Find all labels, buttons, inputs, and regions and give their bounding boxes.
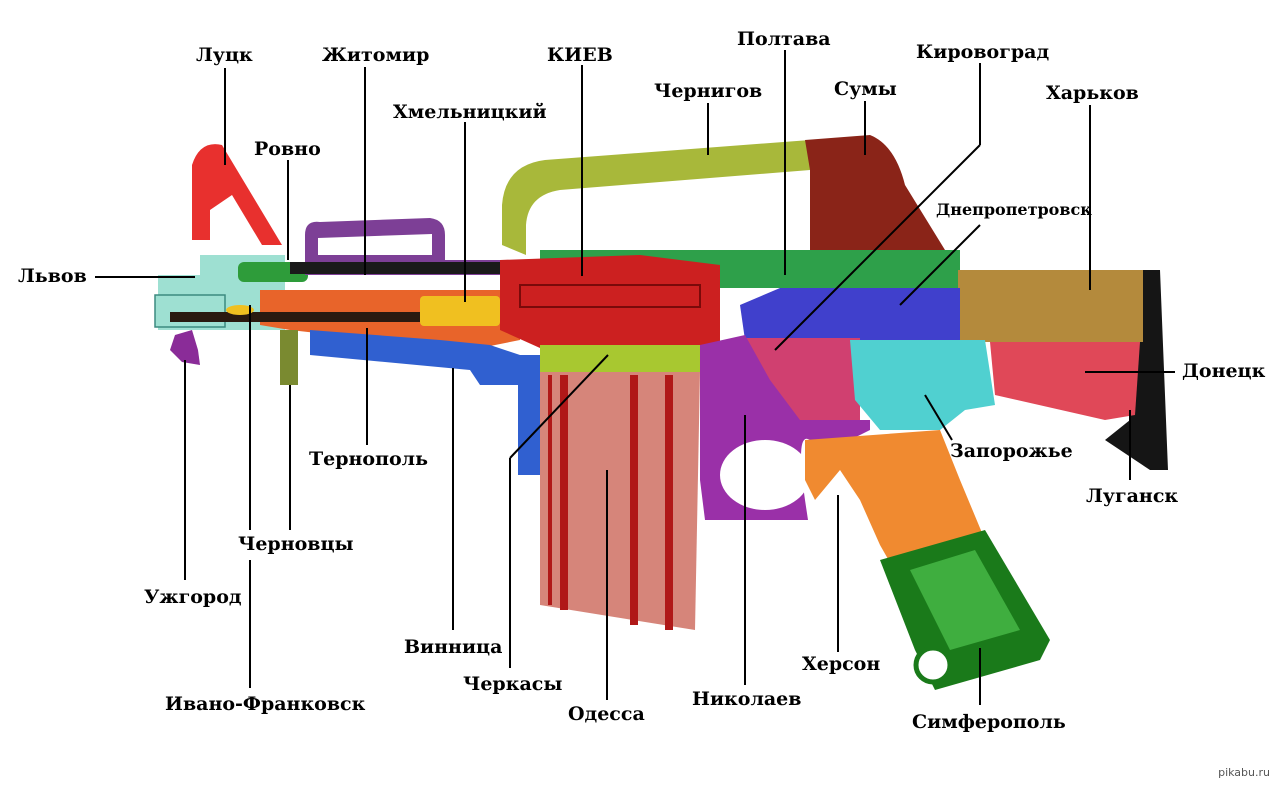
label-simferopol: Симферополь bbox=[912, 711, 1066, 733]
region-sumy bbox=[805, 135, 960, 262]
region-vinnitsa bbox=[310, 330, 520, 385]
label-kherson: Херсон bbox=[802, 653, 881, 675]
region-donetsk bbox=[990, 342, 1140, 420]
label-donetsk: Донецк bbox=[1182, 360, 1266, 382]
label-ivano-frankovsk: Ивано-Франковск bbox=[165, 693, 366, 715]
region-vinnitsa-catch bbox=[518, 355, 540, 475]
gas-tube-black bbox=[290, 262, 540, 274]
watermark: pikabu.ru bbox=[1218, 766, 1270, 779]
label-luck: Луцк bbox=[196, 44, 253, 66]
region-chernovtsy bbox=[280, 330, 298, 385]
label-chernovtsy: Черновцы bbox=[238, 533, 354, 555]
grip-texture bbox=[910, 550, 1020, 650]
label-sumy: Сумы bbox=[834, 78, 897, 100]
region-khmelnitsky bbox=[420, 296, 500, 326]
region-chernigov-inner bbox=[526, 172, 808, 255]
label-khmelnitsky: Хмельницкий bbox=[393, 101, 547, 123]
label-chernigov: Чернигов bbox=[654, 80, 763, 102]
label-vinnitsa: Винница bbox=[404, 636, 503, 658]
label-lugansk: Луганск bbox=[1086, 485, 1179, 507]
label-cherkasy: Черкасы bbox=[463, 673, 563, 695]
label-kharkov: Харьков bbox=[1046, 82, 1139, 104]
label-uzhgorod: Ужгород bbox=[144, 586, 242, 608]
region-kharkov bbox=[958, 270, 1143, 342]
grip-ring bbox=[913, 645, 953, 685]
label-nikolaev: Николаев bbox=[692, 688, 802, 710]
region-odessa bbox=[540, 372, 700, 630]
magazine-ribs bbox=[548, 375, 673, 630]
region-luck bbox=[192, 144, 282, 245]
label-zhitomir: Житомир bbox=[322, 44, 430, 66]
region-kiev bbox=[500, 255, 720, 352]
label-ternopol: Тернополь bbox=[309, 448, 428, 470]
label-rovno: Ровно bbox=[254, 138, 321, 160]
region-zaporozhye bbox=[850, 340, 995, 430]
label-dnepropetrovsk: Днепропетровск bbox=[936, 200, 1092, 219]
region-cherkasy bbox=[540, 345, 700, 373]
barrel-black bbox=[170, 312, 490, 322]
region-uzhgorod bbox=[170, 330, 200, 365]
region-lviv-muzzle bbox=[154, 294, 226, 328]
label-odessa: Одесса bbox=[568, 703, 645, 725]
label-lviv: Львов bbox=[18, 265, 87, 287]
label-zaporozhye: Запорожье bbox=[950, 440, 1073, 462]
region-dnepropetrovsk bbox=[740, 288, 960, 340]
label-kiev: КИЕВ bbox=[547, 44, 613, 66]
label-poltava: Полтава bbox=[737, 28, 831, 50]
region-chernigov bbox=[502, 140, 810, 255]
bullet-tip bbox=[226, 305, 254, 315]
leader-lines bbox=[95, 50, 1175, 705]
region-zhitomir-inner bbox=[318, 234, 432, 255]
label-kirovograd: Кировоград bbox=[916, 41, 1050, 63]
trigger-guard-hole bbox=[720, 440, 810, 510]
kiev-detail bbox=[519, 284, 701, 308]
